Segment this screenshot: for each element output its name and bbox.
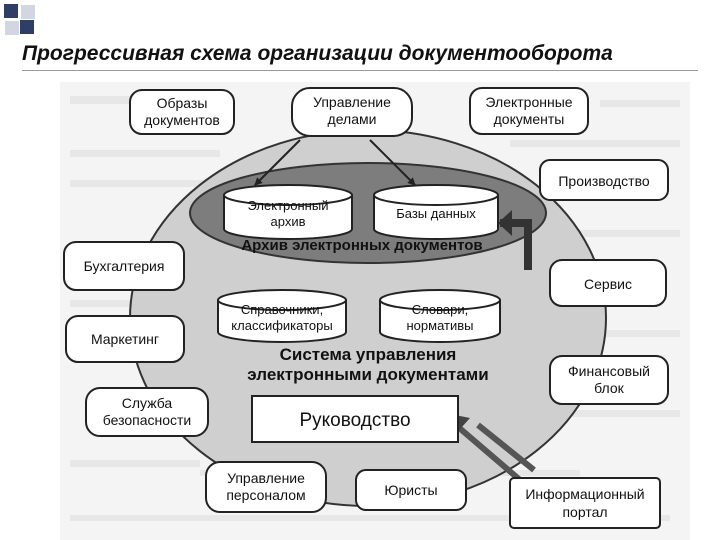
db-label: Справочники, <box>241 302 323 317</box>
db-label: архив <box>271 214 306 229</box>
corner-square <box>20 4 36 20</box>
node-label: безопасности <box>103 412 192 428</box>
corner-square <box>20 20 34 34</box>
node-label: Финансовый <box>568 363 650 379</box>
node-upravlenie-delami: Управление делами <box>291 87 413 137</box>
node-obrazy-dokumentov: Образы документов <box>129 89 235 135</box>
node-label: персоналом <box>226 487 305 503</box>
scanned-diagram: Образы документов Управление делами Элек… <box>60 82 690 540</box>
node-label: документов <box>144 112 220 128</box>
node-elektronnye-dokumenty: Электронные документы <box>469 87 589 135</box>
node-label: Маркетинг <box>91 331 159 347</box>
node-label: Образы <box>157 95 208 111</box>
node-label: документы <box>494 111 565 127</box>
node-finansovyi-blok: Финансовый блок <box>549 355 669 405</box>
title-divider <box>22 70 698 71</box>
node-servis: Сервис <box>549 259 667 307</box>
node-label: Служба <box>122 395 173 411</box>
db-label: Электронный <box>248 198 329 213</box>
node-label: блок <box>594 380 625 396</box>
node-marketing: Маркетинг <box>65 315 185 363</box>
node-label: Юристы <box>384 482 437 498</box>
node-label: делами <box>328 111 377 127</box>
corner-square <box>4 20 20 36</box>
db-label: Базы данных <box>396 206 476 221</box>
db-label: нормативы <box>407 318 474 333</box>
db-elektronnyi-arhiv: Электронный архив <box>223 184 353 240</box>
node-label: Производство <box>558 173 649 189</box>
db-spravochniki: Справочники, классификаторы <box>217 289 347 343</box>
diagram-canvas: Образы документов Управление делами Элек… <box>63 87 680 529</box>
connectors <box>254 139 536 483</box>
node-label: Бухгалтерия <box>84 258 165 274</box>
node-label: Информационный <box>525 486 644 502</box>
node-upravlenie-personalom: Управление персоналом <box>205 461 327 513</box>
node-label: Управление <box>313 94 391 110</box>
system-label: Система управления <box>280 345 457 364</box>
node-buhgalteriya: Бухгалтерия <box>63 241 185 291</box>
node-label: Управление <box>227 470 305 486</box>
db-label: Словари, <box>412 302 468 317</box>
node-proizvodstvo: Производство <box>539 159 669 201</box>
node-label: портал <box>562 504 607 520</box>
db-label: классификаторы <box>231 318 332 333</box>
node-informacionnyi-portal: Информационный портал <box>509 477 661 529</box>
node-sluzhba-bezopasnosti: Служба безопасности <box>85 387 209 437</box>
system-label: электронными документами <box>247 365 488 384</box>
node-rukovodstvo: Руководство <box>251 395 459 443</box>
node-label: Электронные <box>485 94 572 110</box>
db-slovari: Словари, нормативы <box>379 289 501 343</box>
db-bazy-dannyh: Базы данных <box>373 184 499 240</box>
slide-title: Прогрессивная схема организации документ… <box>22 42 613 65</box>
archive-label: Архив электронных документов <box>241 237 482 254</box>
corner-square <box>4 4 18 18</box>
node-label: Руководство <box>299 410 410 431</box>
node-label: Сервис <box>584 276 632 292</box>
node-yuristy: Юристы <box>355 469 467 511</box>
